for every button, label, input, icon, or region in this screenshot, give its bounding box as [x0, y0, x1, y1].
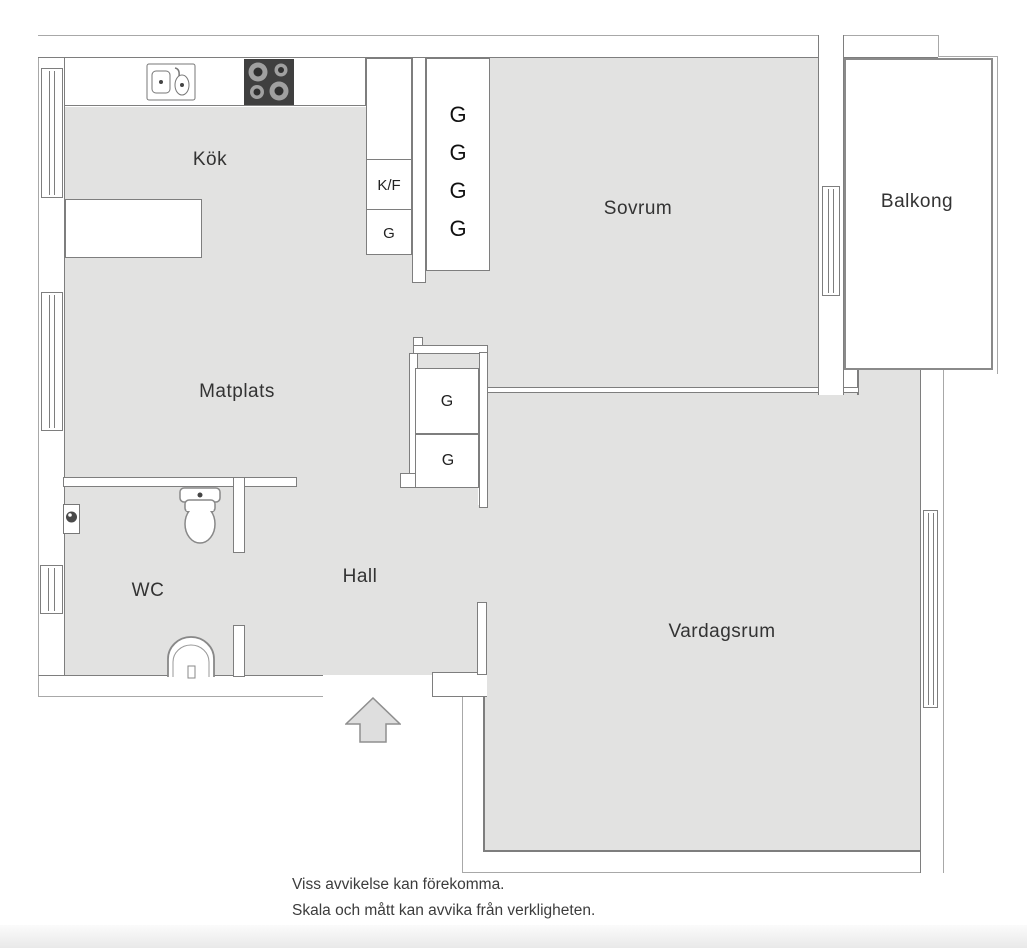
stove-icon — [244, 59, 294, 105]
wall-sovrum-vardagsrum — [477, 387, 858, 393]
room-fill-sovrum — [488, 58, 818, 388]
closet-g-label: G — [383, 224, 395, 242]
room-fill-hall-wc — [65, 478, 478, 675]
wall-hall-vardagsrum-lower — [477, 602, 487, 675]
toilet-icon — [179, 487, 221, 544]
outer-line-step-v — [938, 35, 939, 56]
outer-line-entry-v — [462, 697, 463, 873]
hall-vardagsrum-doorway — [477, 505, 487, 604]
balcony-outline — [844, 58, 993, 370]
wardrobe-letter: G — [449, 139, 467, 165]
window-vardagsrum — [923, 510, 938, 708]
wall-mid-closet — [412, 58, 426, 283]
wall-entry-right — [432, 672, 487, 697]
wardrobe-letter: G — [449, 215, 467, 241]
kitchen-island — [65, 199, 202, 258]
kitchen-counter — [65, 58, 366, 106]
hand-sink-icon — [63, 504, 80, 534]
wardrobe-letter: G — [449, 177, 467, 203]
window-glass — [49, 295, 55, 428]
room-label-balkong: Balkong — [880, 191, 954, 212]
wall-wardrobe-right — [479, 352, 488, 508]
closet-column: K/F G — [366, 58, 412, 255]
window-glass — [54, 568, 55, 611]
window-glass — [48, 568, 49, 611]
vardagsrum-upper-notch — [857, 370, 920, 395]
outer-line-balcony-right — [997, 56, 998, 374]
closet-kf: K/F — [367, 159, 411, 210]
room-label-vardagsrum: Vardagsrum — [668, 621, 776, 642]
bedroom-wardrobe-column: G G G G — [426, 58, 490, 271]
room-label-matplats: Matplats — [199, 381, 275, 402]
hall-wardrobe-top-label: G — [440, 393, 454, 410]
disclaimer-line-2: Skala och mått kan avvika från verklighe… — [292, 902, 596, 919]
room-label-kok: Kök — [192, 149, 228, 170]
footer-gradient-band — [0, 925, 1027, 948]
outer-line-bottom — [462, 872, 941, 873]
disclaimer-line-1: Viss avvikelse kan förekomma. — [292, 876, 505, 893]
window-matplats — [41, 292, 63, 431]
balcony-door-window — [822, 186, 840, 296]
closet-g: G — [367, 209, 411, 256]
wall-wardrobe-hook — [413, 345, 488, 354]
hall-wardrobe-bottom — [415, 434, 479, 488]
entrance-arrow-icon — [345, 697, 401, 743]
wall-exterior-top — [38, 35, 938, 58]
window-kitchen — [41, 68, 63, 198]
hall-wardrobe-bottom-label: G — [441, 452, 455, 469]
hall-wardrobe-top — [415, 368, 479, 434]
room-label-sovrum: Sovrum — [603, 198, 673, 219]
window-glass — [49, 71, 55, 195]
wall-wc-stub-lower — [233, 625, 245, 677]
outer-line-step-h — [938, 56, 997, 57]
room-label-wc: WC — [131, 580, 165, 601]
wall-wc-stub-upper — [233, 477, 245, 553]
window-glass — [927, 513, 934, 705]
window-wc — [40, 565, 63, 614]
closet-kf-label: K/F — [377, 176, 401, 194]
room-label-hall: Hall — [342, 566, 378, 587]
wall-matplats-wc — [63, 477, 297, 487]
washbasin-icon — [167, 636, 215, 679]
room-fill-kitchen — [65, 107, 418, 478]
wardrobe-letter: G — [449, 101, 467, 127]
window-glass — [828, 189, 834, 293]
sink-icon — [146, 63, 196, 101]
